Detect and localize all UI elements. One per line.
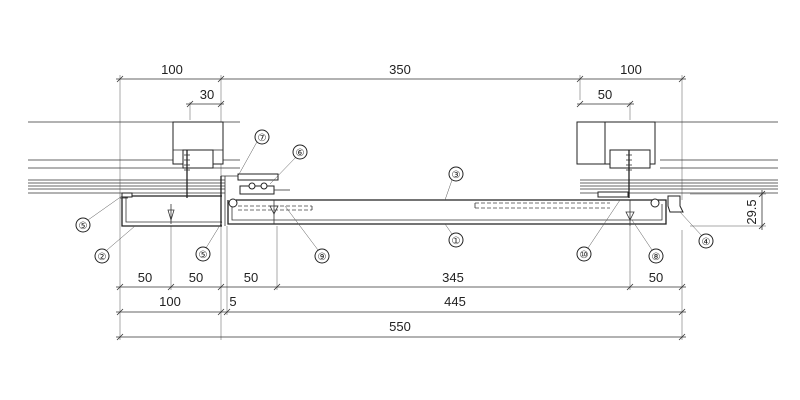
callout-5b: ⑤ (199, 250, 208, 261)
hatch-panel (227, 182, 684, 226)
ceiling-right (576, 121, 778, 198)
callout-9: ⑨ (318, 252, 327, 263)
dim-row2-c: 445 (444, 294, 466, 309)
callout-1: ① (452, 236, 461, 247)
dim-top-middle: 350 (389, 62, 411, 77)
outer-frame-left (120, 173, 279, 227)
top-dimension-chain: 100 350 100 30 50 (116, 62, 686, 108)
dim-row2-b: 5 (229, 294, 236, 309)
dim-side-height: 29.5 (744, 199, 759, 224)
callout-6: ⑥ (296, 148, 305, 159)
dim-total: 550 (389, 319, 411, 334)
callout-2: ② (98, 252, 107, 263)
dim-row2-a: 100 (159, 294, 181, 309)
ceiling-left (28, 121, 240, 198)
callout-7: ⑦ (258, 133, 267, 144)
side-dimension: 29.5 (690, 190, 766, 230)
dim-top-left-inner: 30 (200, 87, 214, 102)
bottom-dimension-row-1: 50 50 50 345 50 (116, 270, 686, 291)
callout-3: ③ (452, 170, 461, 181)
callout-4: ④ (702, 237, 711, 248)
callout-5a: ⑤ (79, 221, 88, 232)
callout-8: ⑧ (652, 252, 661, 263)
bottom-dimension-row-2: 100 5 445 (116, 294, 686, 316)
dim-row1-a: 50 (138, 270, 152, 285)
callouts: ⑦ ⑥ ③ ⑤ ② ⑤ ⑨ ① ⑩ ⑧ (75, 129, 714, 264)
dim-row1-d: 345 (442, 270, 464, 285)
dim-top-left: 100 (161, 62, 183, 77)
dim-row1-e: 50 (649, 270, 663, 285)
dim-top-right-inner: 50 (598, 87, 612, 102)
callout-10: ⑩ (580, 250, 589, 261)
dim-row1-c: 50 (244, 270, 258, 285)
dim-row1-b: 50 (189, 270, 203, 285)
bottom-dimension-total: 550 (116, 319, 686, 341)
extension-lines (119, 75, 683, 340)
dim-top-right: 100 (620, 62, 642, 77)
